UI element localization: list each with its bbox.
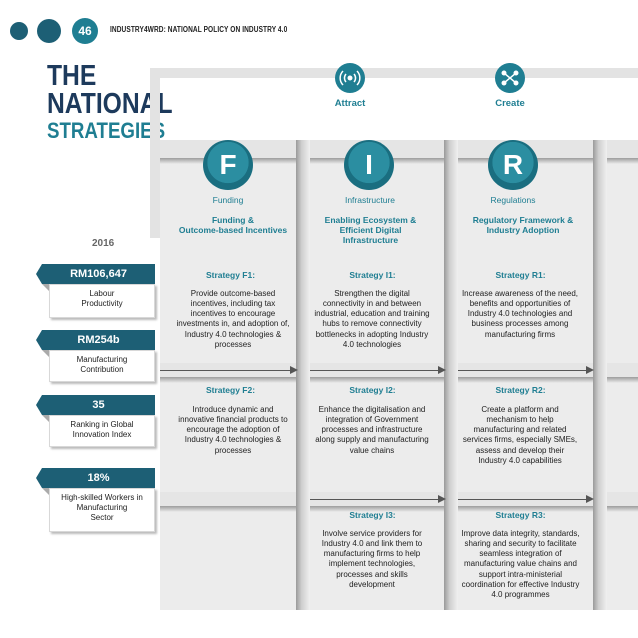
create-label: Create [495,98,525,109]
strategy-i1-title: Strategy I1: [349,270,396,280]
title-line-1: THE [47,60,97,92]
strategy-f2-title: Strategy F2: [205,385,256,395]
strategy-f1-title: Strategy F1: [205,270,256,280]
infrastructure-heading: Enabling Ecosystem & Efficient Digital I… [324,215,417,246]
decor-dot-medium [37,19,61,43]
antenna-signal-icon [335,63,365,93]
indicators-year: 2016 [92,238,115,249]
strategy-i3-title: Strategy I3: [349,510,396,520]
indicator-fold [42,350,49,357]
strategy-i3-body: Involve service providers for Industry 4… [321,529,423,589]
flow-arrow [458,366,594,374]
regulations-label: Regulations [490,195,536,205]
funding-f-icon: F [203,140,253,190]
column-separator [444,140,458,610]
indicator-label: Manufacturing Contribution [49,350,155,382]
band-shadow-middle [160,377,638,383]
infrastructure-i-icon: I [344,140,394,190]
strategy-r2-title: Strategy R2: [495,385,546,395]
strategy-r1-body: Increase awareness of the need, benefits… [461,289,579,339]
band-shadow-top [160,158,638,164]
infrastructure-label: Infrastructure [344,195,396,205]
strategy-r1-title: Strategy R1: [495,270,546,280]
page-number: 46 [72,18,98,44]
regulations-r-icon: R [488,140,538,190]
indicator-value: RM254b [42,330,155,350]
attract-label: Attract [334,98,366,109]
pipe-top-horizontal [150,68,638,78]
column-separator [593,140,607,610]
pipe-bottom-horizontal [150,228,160,238]
strategy-r3-body: Improve data integrity, standards, shari… [461,529,580,599]
pipe-left-vertical [150,68,160,238]
strategy-f1-body: Provide outcome-based incentives, includ… [176,289,290,349]
indicator-value: RM106,647 [42,264,155,284]
strategy-i1-body: Strengthen the digital connectivity in a… [314,289,430,349]
column-separator [296,140,310,610]
funding-heading: Funding & Outcome-based Incentives [178,215,288,236]
indicator-fold [42,284,49,291]
title-line-3: STRATEGIES [47,118,166,143]
strategy-i2-body: Enhance the digitalisation and integrati… [315,405,429,455]
flow-arrow [310,366,446,374]
flow-arrow [160,366,298,374]
indicator-label: Ranking in Global Innovation Index [49,415,155,447]
strategy-i2-title: Strategy I2: [349,385,396,395]
indicator-value: 35 [42,395,155,415]
running-head: INDUSTRY4WRD: NATIONAL POLICY ON INDUSTR… [110,25,288,34]
indicator-fold [42,488,49,495]
indicator-label: Labour Productivity [49,284,155,318]
strategy-r3-title: Strategy R3: [495,510,546,520]
decor-dot-small [10,22,28,40]
strategy-r2-body: Create a platform and mechanism to help … [462,405,578,465]
band-shadow-lower [160,506,638,512]
regulations-heading: Regulatory Framework & Industry Adoption [472,215,574,236]
funding-label: Funding [212,195,244,205]
indicator-value: 18% [42,468,155,488]
flow-arrow [310,495,446,503]
indicator-fold [42,415,49,422]
connected-nodes-icon [495,63,525,93]
strategy-f2-body: Introduce dynamic and innovative financi… [178,405,288,455]
flow-arrow [458,495,594,503]
indicator-label: High-skilled Workers in Manufacturing Se… [49,488,155,532]
